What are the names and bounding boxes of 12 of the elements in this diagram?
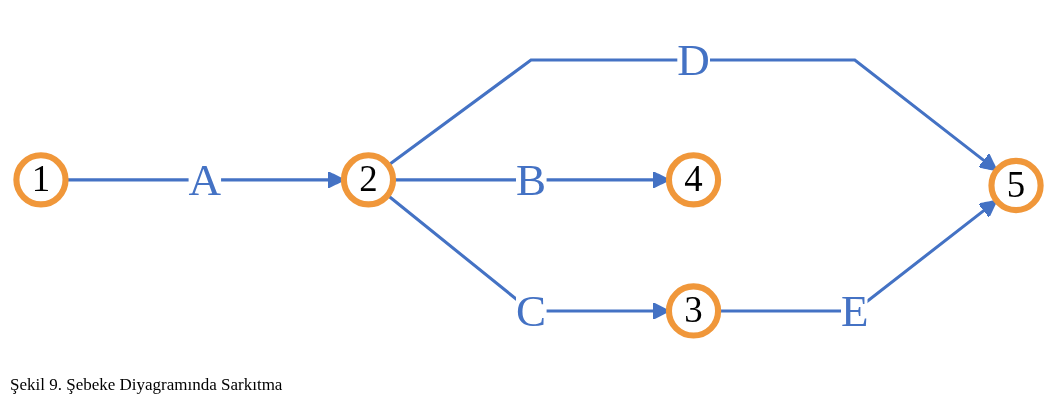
node-circle: 1 — [13, 152, 69, 208]
edge-label: E — [841, 285, 869, 337]
node-circle: 3 — [665, 283, 722, 339]
caption: Şekil 9. Şebeke Diyagramında Sarkıtma — [9, 374, 284, 396]
node-circle: 5 — [988, 157, 1044, 214]
node-circle: 2 — [340, 152, 397, 208]
edge-label: D — [677, 34, 710, 86]
edge-label: B — [515, 154, 547, 206]
node-circle: 4 — [665, 152, 722, 208]
edge-label: A — [188, 154, 221, 206]
arrow — [718, 199, 998, 313]
edge-label: C — [515, 285, 547, 337]
